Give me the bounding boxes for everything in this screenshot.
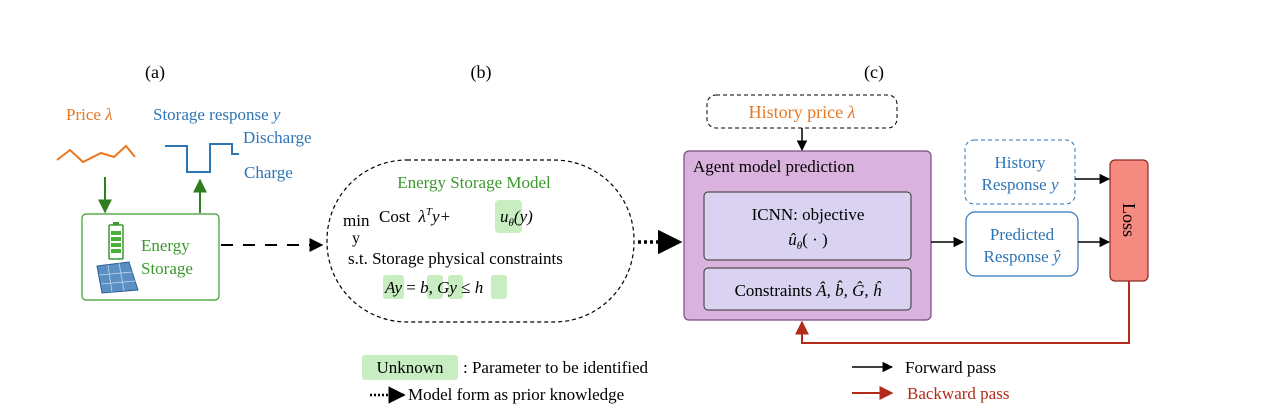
icnn-objective-box xyxy=(703,191,912,261)
solar-panel-icon xyxy=(96,261,139,294)
legend-unknown-box xyxy=(362,355,458,380)
legend-model-form-desc: Model form as prior knowledge xyxy=(408,385,624,404)
legend-unknown-desc: : Parameter to be identified xyxy=(463,358,649,377)
unknown-highlight-u-theta xyxy=(495,200,522,233)
objective-min-var: y xyxy=(352,230,360,247)
panel-label-b: (b) xyxy=(471,62,492,83)
unknown-highlight-a xyxy=(383,275,404,299)
discharge-label: Discharge xyxy=(243,128,312,147)
energy-storage-label-line2: Storage xyxy=(141,259,193,278)
objective-min: min xyxy=(343,211,370,230)
history-response-box xyxy=(964,139,1076,205)
energy-storage-label-line1: Energy xyxy=(141,236,190,255)
history-response-line2: Response y xyxy=(982,175,1059,194)
physical-constraints-equation: Ay = b, Gy ≤ h xyxy=(384,278,483,297)
loss-label: Loss xyxy=(1119,203,1139,237)
legend-backward-label: Backward pass xyxy=(907,384,1009,403)
predicted-response-line2: Response ŷ xyxy=(984,247,1061,266)
storage-response-label: Storage response y xyxy=(153,105,281,124)
unknown-highlight-h xyxy=(491,275,507,299)
objective-cost: Cost λTy+ xyxy=(379,206,451,226)
agent-model-title: Agent model prediction xyxy=(693,157,855,176)
storage-response-curve xyxy=(165,143,239,173)
legend-forward-label: Forward pass xyxy=(905,358,996,377)
icnn-objective-label: ICNN: objective xyxy=(752,205,865,224)
constraints-subject-to: s.t. Storage physical constraints xyxy=(348,249,563,268)
objective-u-theta: uθ(y) xyxy=(500,207,533,229)
battery-icon xyxy=(108,222,124,260)
history-price-label: History price λ xyxy=(749,102,856,122)
icnn-objective-expr: ûθ( · ) xyxy=(788,230,827,252)
unknown-highlight-b xyxy=(427,275,443,299)
unknown-highlight-g xyxy=(448,275,463,299)
price-curve xyxy=(56,144,136,164)
energy-storage-model-title: Energy Storage Model xyxy=(397,173,551,192)
history-response-line1: History xyxy=(995,153,1047,172)
panel-label-a: (a) xyxy=(145,62,165,83)
predicted-response-box xyxy=(965,211,1079,277)
charge-label: Charge xyxy=(244,163,293,182)
constraints-label: Constraints Â, b̂, Ĝ, ĥ xyxy=(735,281,882,300)
predicted-response-line1: Predicted xyxy=(990,225,1055,244)
constraints-box xyxy=(703,267,912,311)
panel-label-c: (c) xyxy=(864,62,884,83)
legend-unknown-label: Unknown xyxy=(376,358,444,377)
backward-pass-path xyxy=(795,281,1130,344)
price-label: Price λ xyxy=(66,105,113,124)
